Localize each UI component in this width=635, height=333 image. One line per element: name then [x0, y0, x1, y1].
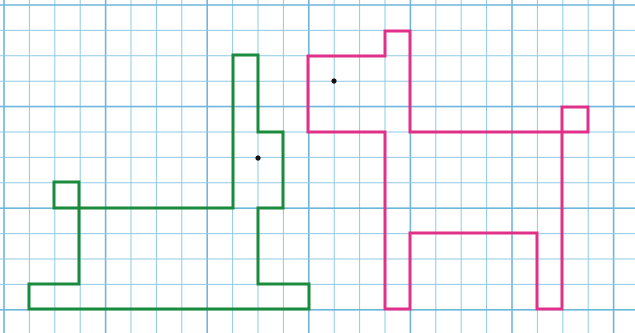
pink-dog-figure — [308, 31, 588, 309]
green-dog-tail-square — [54, 182, 79, 208]
pink-dog-outline — [308, 31, 588, 309]
green-dog-eye — [255, 155, 260, 160]
green-dog-figure — [29, 55, 309, 309]
pink-dog-eye — [331, 78, 336, 83]
